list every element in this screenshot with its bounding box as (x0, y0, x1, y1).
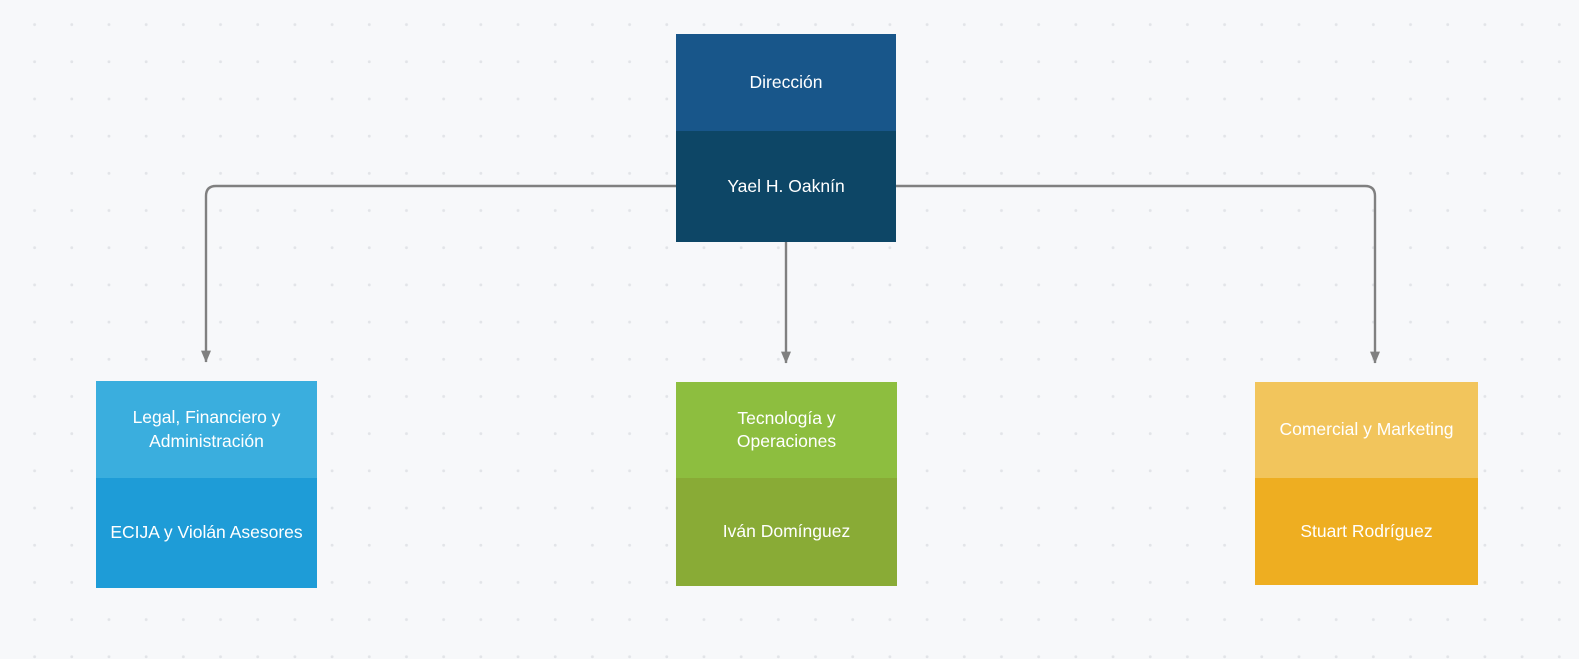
org-node-person-label: Yael H. Oaknín (676, 131, 896, 242)
org-node-comercial-marketing[interactable]: Comercial y Marketing Stuart Rodríguez (1255, 382, 1478, 585)
org-node-direccion[interactable]: Dirección Yael H. Oaknín (676, 34, 896, 242)
connector-root-to-right (896, 184, 1380, 364)
org-node-legal-financiero-administracion[interactable]: Legal, Financiero y Administración ECIJA… (96, 381, 317, 588)
org-node-person-label: Iván Domínguez (676, 478, 897, 586)
org-node-tecnologia-operaciones[interactable]: Tecnología y Operaciones Iván Domínguez (676, 382, 897, 586)
org-node-department-label: Comercial y Marketing (1255, 382, 1478, 478)
org-node-department-label: Legal, Financiero y Administración (96, 381, 317, 478)
org-node-person-label: Stuart Rodríguez (1255, 478, 1478, 585)
org-node-department-label: Dirección (676, 34, 896, 131)
org-node-department-label: Tecnología y Operaciones (676, 382, 897, 478)
org-node-person-label: ECIJA y Violán Asesores (96, 478, 317, 588)
connector-root-to-left (201, 184, 676, 363)
